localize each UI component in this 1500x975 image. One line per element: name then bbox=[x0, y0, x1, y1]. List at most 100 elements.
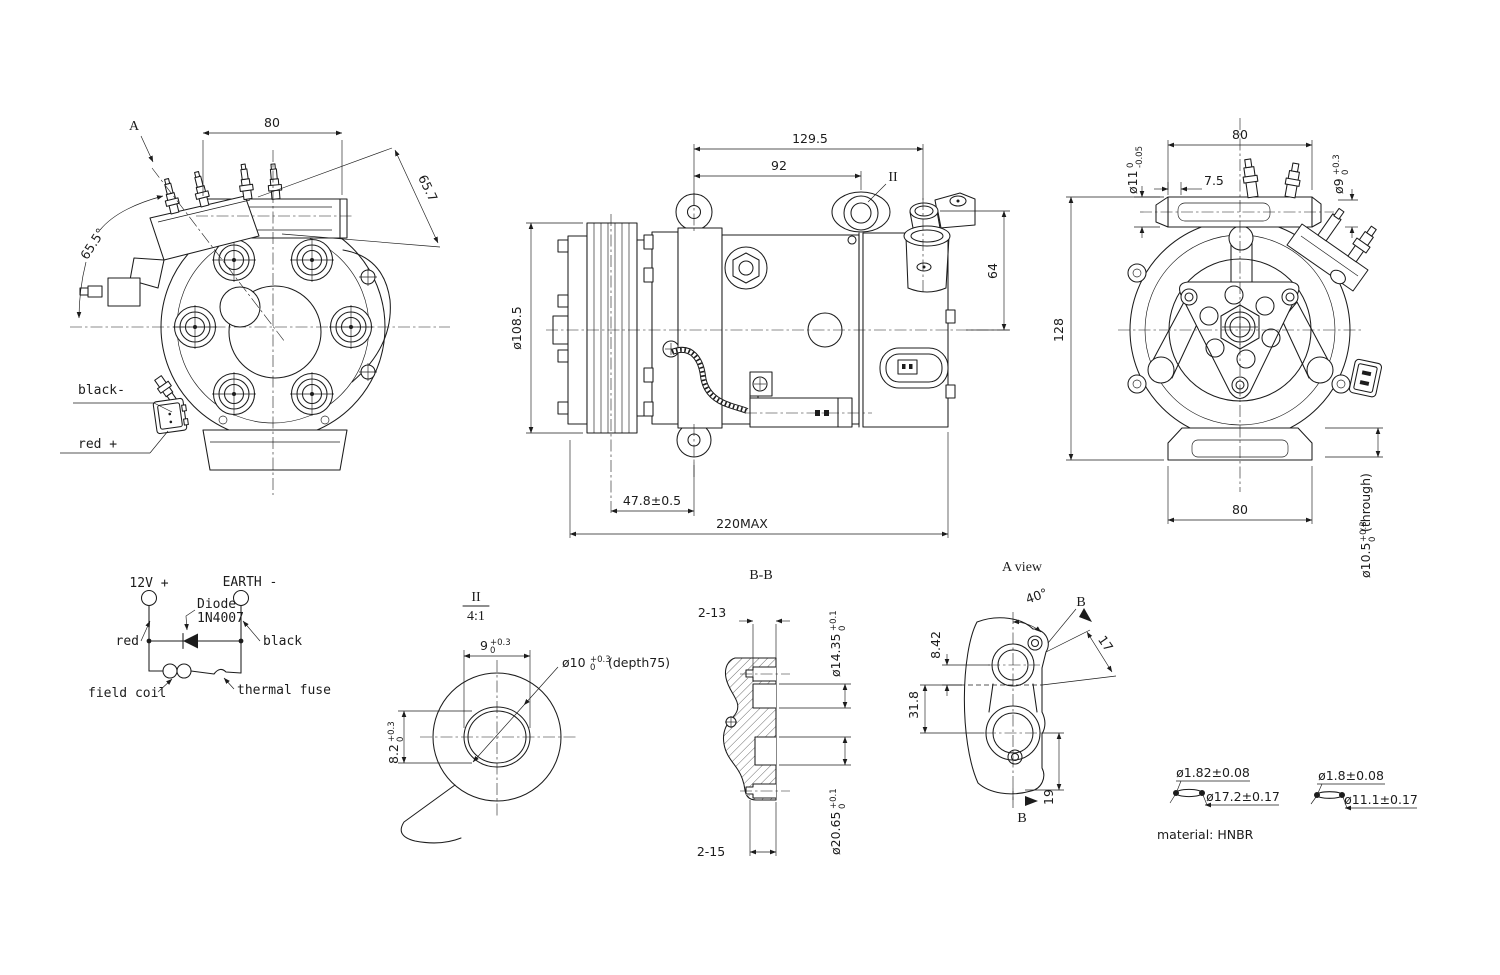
left-tab bbox=[79, 277, 141, 307]
dim-detail-width-tol-up: +0.3 bbox=[490, 638, 511, 648]
terminal-12v-label: 12V + bbox=[129, 576, 168, 591]
armature-holes bbox=[1199, 285, 1281, 369]
pulley bbox=[552, 222, 653, 434]
dim-boss-tol-up: +0.3 bbox=[1332, 154, 1342, 175]
dim-aview-angle: 40° bbox=[1023, 585, 1049, 607]
clutch-connector bbox=[152, 397, 189, 435]
dim-front-width-bottom: 80 bbox=[1232, 502, 1248, 517]
diode-symbol bbox=[182, 632, 198, 650]
tilted-manifold bbox=[1286, 207, 1377, 292]
dim-boss-tol-dn: 0 bbox=[1341, 170, 1351, 175]
section-title: B-B bbox=[749, 568, 772, 583]
dim-shaft-tol-up: 0 bbox=[1126, 163, 1136, 168]
front-connector bbox=[1348, 358, 1383, 398]
front-view: 80 ø11 0 -0.05 7.5 ø9 +0.3 0 128 80 ø10.… bbox=[1051, 118, 1383, 578]
detail-ii-view: II 4:1 9 +0.3 0 8.2 +0.3 0 ø10 +0.3 0 (d… bbox=[386, 590, 670, 844]
dim-detail-height-tol-dn: 0 bbox=[396, 737, 406, 742]
detail-mark: II bbox=[888, 170, 898, 185]
dim-detail-bore-tol-dn: 0 bbox=[590, 663, 595, 673]
dim-aview-port-offset: 8.42 bbox=[928, 631, 943, 659]
dim-mount-hole-suffix: (through) bbox=[1358, 473, 1373, 532]
dim-shaft-dia: ø11 bbox=[1125, 170, 1140, 194]
dim-port-height: 64 bbox=[985, 263, 1000, 279]
dim-detail-bore: ø10 bbox=[562, 655, 586, 670]
earth-studs bbox=[1242, 158, 1301, 199]
thermal-fuse-label: thermal fuse bbox=[237, 683, 331, 698]
manifold-studs bbox=[154, 163, 283, 404]
thermal-fuse-symbol bbox=[213, 640, 242, 675]
section-label-top: B bbox=[1076, 595, 1085, 610]
terminal-12v-symbol bbox=[140, 589, 158, 607]
dim-aview-span: 17 bbox=[1095, 633, 1116, 655]
terminal-earth-label: EARTH - bbox=[223, 575, 278, 590]
mounting-ear-rear-top bbox=[831, 191, 891, 233]
dim-pulley-diameter: ø108.5 bbox=[509, 306, 524, 349]
dim-detail-width: 9 bbox=[480, 638, 488, 653]
boss-outline bbox=[432, 672, 562, 802]
diode-part-label: 1N4007 bbox=[197, 611, 244, 626]
oring-small: ø1.8±0.08 ø11.1±0.17 bbox=[1310, 768, 1418, 811]
cylinder-boss bbox=[219, 286, 261, 328]
section-label-bottom: B bbox=[1017, 811, 1026, 826]
dim-rear-diagonal: 65.7 bbox=[415, 172, 441, 204]
dim-rear-angle: 65.5° bbox=[77, 225, 108, 262]
a-view: A view B B 40° 17 8.42 31.8 19 bbox=[906, 560, 1116, 826]
field-coil-symbol bbox=[148, 640, 215, 679]
dim-side-ear-span: 92 bbox=[771, 158, 787, 173]
material-note: material: HNBR bbox=[1157, 827, 1254, 842]
wiring-diagram: 12V + EARTH - Diode 1N4007 red black fie… bbox=[88, 575, 331, 701]
dim-detail-width-tol-dn: 0 bbox=[490, 646, 495, 656]
dim-boss-dia: ø9 bbox=[1331, 178, 1346, 194]
side-view: 129.5 92 II ø108.5 64 47.8±0.5 220MAX bbox=[509, 131, 1010, 538]
dim-bb-holes-bottom: 2-15 bbox=[697, 844, 725, 859]
dim-mount-hole-dia: ø10.5 bbox=[1358, 543, 1373, 578]
dim-bb-bore-large: ø20.65 bbox=[828, 812, 843, 855]
dim-bb-bore-large-tol-dn: 0 bbox=[838, 804, 848, 809]
dim-detail-height-tol-up: +0.3 bbox=[387, 721, 397, 742]
dim-front-width-top: 80 bbox=[1232, 127, 1248, 142]
dim-shaft-tol-dn: -0.05 bbox=[1135, 146, 1145, 168]
mounting-foot-rear bbox=[202, 415, 348, 471]
oring-large-od: ø17.2±0.17 bbox=[1206, 789, 1280, 804]
label-black-wire: black- bbox=[78, 383, 125, 398]
wire-harness bbox=[670, 347, 749, 414]
dim-detail-bore-suffix: (depth75) bbox=[608, 655, 670, 670]
dim-pulley-offset: 47.8±0.5 bbox=[623, 493, 681, 508]
dim-bb-bore-large-tol-up: +0.1 bbox=[829, 788, 839, 809]
oring-small-cs: ø1.8±0.08 bbox=[1318, 768, 1384, 783]
ports bbox=[903, 192, 976, 293]
field-coil-label: field coil bbox=[88, 686, 166, 701]
dim-bb-bore-small-tol-up: +0.1 bbox=[829, 610, 839, 631]
dim-bb-bore-small-tol-dn: 0 bbox=[838, 626, 848, 631]
oring-small-od: ø11.1±0.17 bbox=[1344, 792, 1418, 807]
dim-mount-hole-tol-dn: 0 bbox=[1368, 537, 1378, 542]
dim-overall-length: 220MAX bbox=[716, 516, 768, 531]
view-arrow-label: A bbox=[129, 119, 140, 134]
casting-edge bbox=[400, 784, 462, 844]
pressure-switch-connector bbox=[749, 371, 853, 428]
dim-front-offset: 7.5 bbox=[1204, 173, 1224, 188]
wire-red-label: red bbox=[116, 634, 139, 649]
front-housing bbox=[643, 227, 723, 429]
dim-aview-edge: 19 bbox=[1041, 789, 1056, 805]
dim-aview-port-pitch: 31.8 bbox=[906, 691, 921, 719]
detail-title: II bbox=[471, 590, 481, 605]
dim-mount-hole-tol-up: +0.3 bbox=[1359, 521, 1369, 542]
dim-detail-height: 8.2 bbox=[386, 744, 401, 764]
wire-black-label: black bbox=[263, 634, 302, 649]
label-red-wire: red + bbox=[78, 437, 117, 452]
oring-details: ø1.82±0.08 ø17.2±0.17 ø1.8±0.08 ø11.1±0.… bbox=[1157, 765, 1418, 842]
pulley-spokes bbox=[1147, 225, 1334, 384]
mounting-foot-front bbox=[1167, 427, 1313, 461]
dim-front-height: 128 bbox=[1051, 318, 1066, 342]
rear-view: 80 65.7 65.5° A black- red + bbox=[60, 115, 450, 495]
rear-plate bbox=[342, 249, 391, 383]
dim-rear-width: 80 bbox=[264, 115, 280, 130]
section-bb-view: B-B 2-13 ø14.35 +0.1 0 ø20.65 +0.1 0 2-1… bbox=[697, 568, 851, 859]
oring-large: ø1.82±0.08 ø17.2±0.17 bbox=[1169, 765, 1280, 808]
diode-label: Diode bbox=[197, 597, 236, 612]
detail-scale: 4:1 bbox=[467, 609, 485, 624]
dim-bb-bore-small: ø14.35 bbox=[828, 634, 843, 677]
dim-bb-holes-top: 2-13 bbox=[698, 605, 726, 620]
